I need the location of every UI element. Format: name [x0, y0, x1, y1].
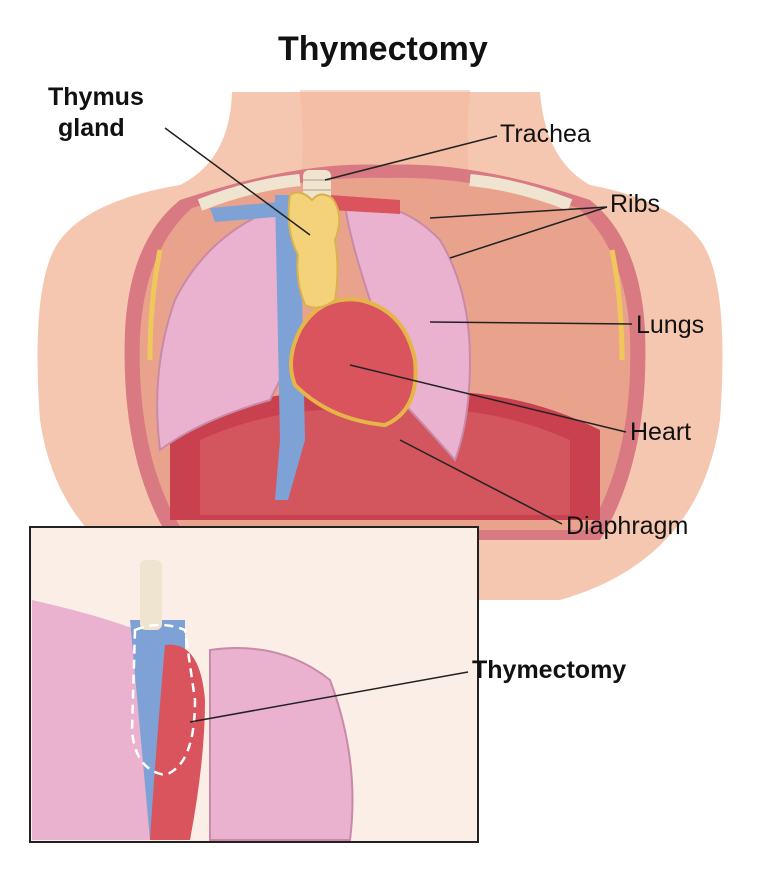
left-lung: [156, 203, 292, 452]
label-ribs: Ribs: [610, 190, 661, 218]
label-inset-thymectomy: Thymectomy: [472, 656, 627, 684]
label-lungs: Lungs: [636, 311, 705, 339]
label-heart: Heart: [630, 418, 692, 446]
label-diaphragm: Diaphragm: [566, 512, 689, 540]
heart: [289, 297, 418, 428]
thymectomy-outline: [130, 623, 197, 777]
page-title: Thymectomy: [278, 30, 488, 68]
label-thymus-line2: gland: [58, 114, 125, 142]
label-trachea: Trachea: [500, 120, 591, 148]
label-thymus-line1: Thymus: [48, 83, 144, 111]
thymus-gland: [287, 191, 341, 309]
inset-panel: [29, 526, 479, 843]
right-lung: [343, 203, 472, 462]
leader-lines: [164, 127, 633, 525]
